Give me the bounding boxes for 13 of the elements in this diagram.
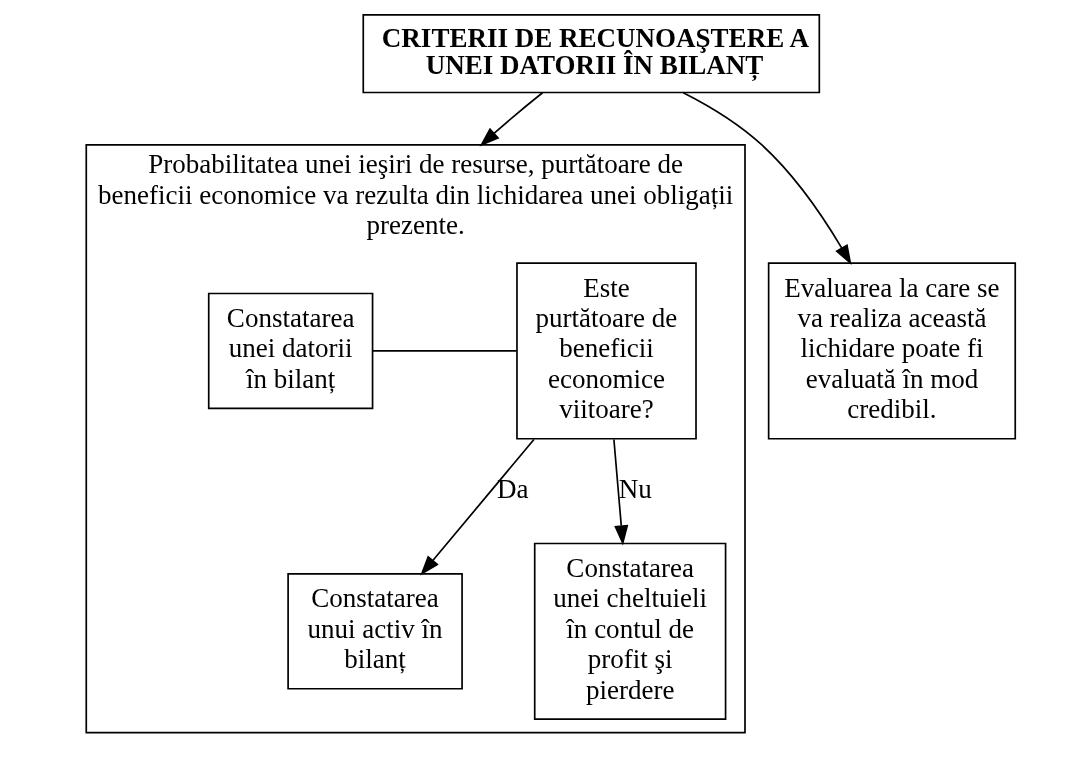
node-box: CRITERII DE RECUNOAŞTERE A UNEI DATORII ÎN BILANȚ bbox=[362, 13, 821, 94]
node-box: Constatarea unei datorii în bilanț bbox=[207, 292, 374, 410]
arrow bbox=[682, 91, 852, 266]
node-box: Este purtătoare de beneficii economice viitoare? bbox=[516, 262, 697, 440]
arrow bbox=[420, 438, 535, 576]
arrow bbox=[613, 438, 629, 546]
connector bbox=[371, 350, 518, 352]
edge-label: Nu bbox=[618, 473, 652, 504]
node-box: Evaluarea la care se va realiza această lichidare poate fi evaluată în mod credibil. bbox=[767, 262, 1017, 440]
node-box: Constatarea unui activ în bilanț bbox=[287, 573, 463, 690]
edge-label: Da bbox=[496, 473, 529, 504]
node-box: Constatarea unei cheltuieli în contul de profit şi pierdere bbox=[533, 542, 727, 720]
arrow bbox=[479, 91, 544, 147]
